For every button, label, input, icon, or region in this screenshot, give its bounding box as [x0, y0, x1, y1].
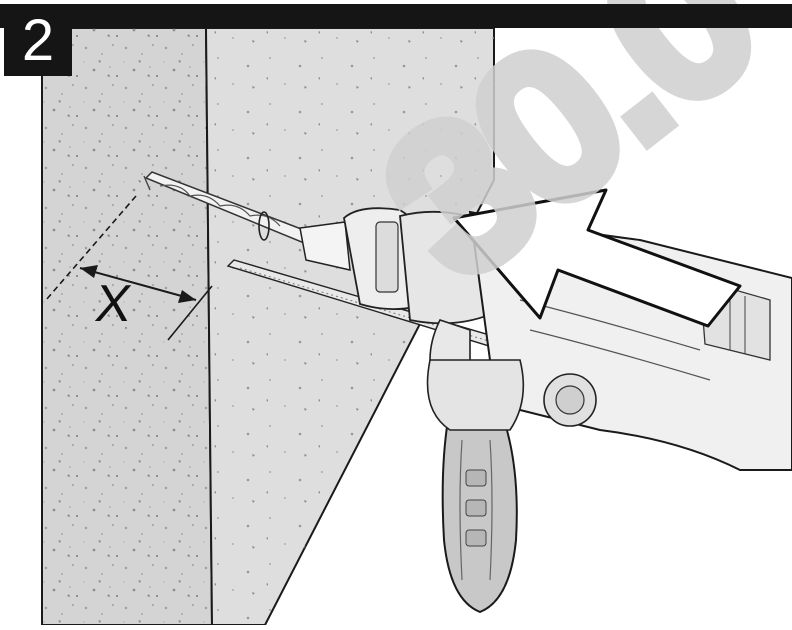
wall-side-texture	[206, 28, 494, 625]
direction-arrow-icon	[452, 188, 742, 328]
wall-front-texture	[42, 28, 212, 625]
dimension-line	[79, 267, 197, 301]
step-number-badge: 2	[4, 6, 72, 76]
depth-dimension	[45, 195, 213, 341]
dimension-arrowhead-left	[80, 265, 98, 278]
dimension-arrowhead-right	[178, 290, 196, 303]
concrete-wall	[41, 27, 495, 626]
header-bar	[0, 4, 792, 28]
